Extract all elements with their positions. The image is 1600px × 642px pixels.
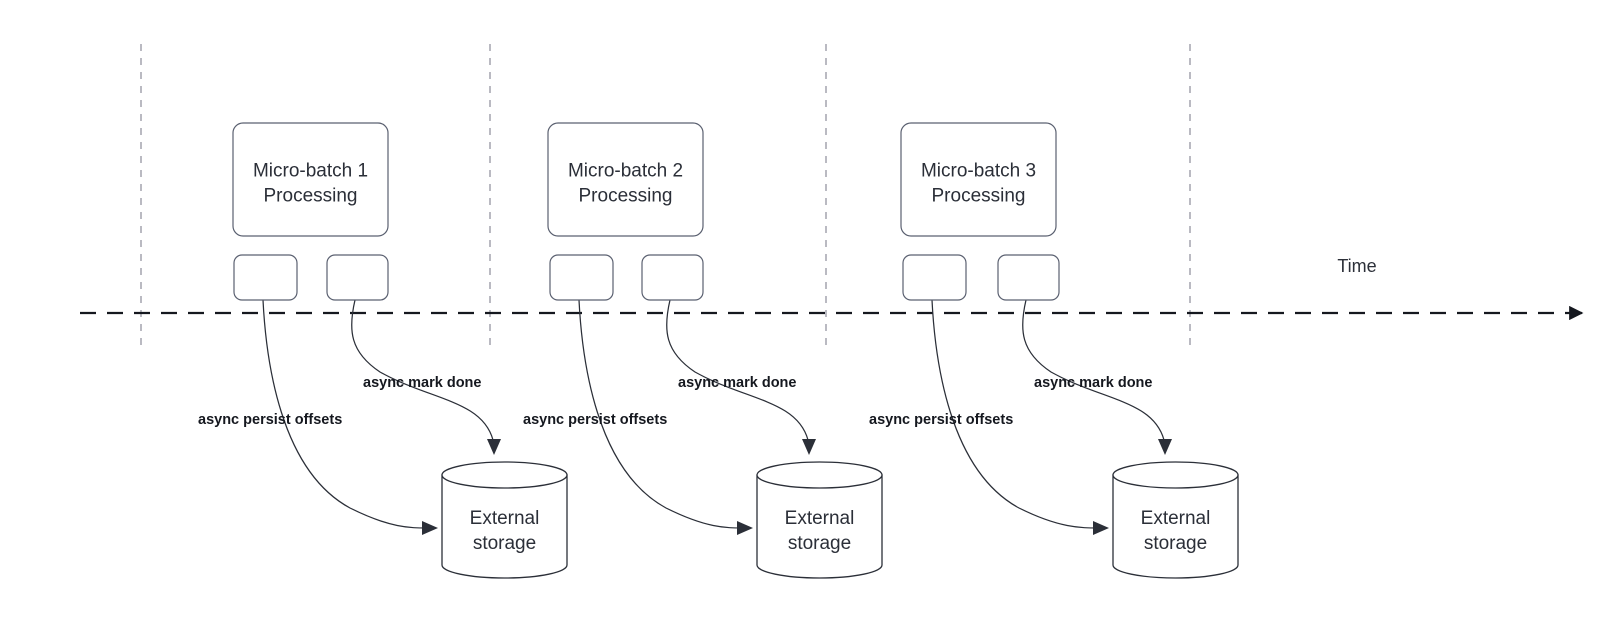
edge-label-persist-offsets-1: async persist offsets	[198, 412, 342, 428]
batch-node-group-1: Micro-batch 1 Processing	[232, 122, 389, 237]
batch-label-line1: Micro-batch 3	[921, 161, 1036, 182]
storage-label-line1: External	[470, 508, 540, 529]
edge-label-mark-done-1: async mark done	[363, 375, 481, 391]
edge-label-persist-offsets-2: async persist offsets	[523, 412, 667, 428]
marker-box-marker-2b	[641, 254, 704, 301]
arrowhead-mark-done-1	[487, 439, 501, 455]
marker-box-marker-3b	[997, 254, 1060, 301]
storage-node-group-1: External storage	[441, 461, 568, 579]
marker-box-marker-1a	[233, 254, 298, 301]
batch-node-group-2: Micro-batch 2 Processing	[547, 122, 704, 237]
edge-labels-layer: async persist offsets async mark done asyn…	[198, 375, 1152, 428]
marker-box-marker-1b	[326, 254, 389, 301]
arrowhead-persist-offsets-2	[737, 521, 753, 535]
batch-label-line2: Processing	[264, 186, 358, 207]
storage-label-line2: storage	[1144, 533, 1207, 554]
edge-label-mark-done-3: async mark done	[1034, 375, 1152, 391]
arrowhead-persist-offsets-1	[422, 521, 438, 535]
storage-label-line1: External	[1141, 508, 1211, 529]
edge-label-mark-done-2: async mark done	[678, 375, 796, 391]
batch-label-line2: Processing	[932, 186, 1026, 207]
batch-label-line1: Micro-batch 2	[568, 161, 683, 182]
edges-layer	[262, 299, 1172, 535]
arrowhead-persist-offsets-3	[1093, 521, 1109, 535]
cylinder-body	[1112, 474, 1239, 579]
marker-box-marker-3a	[902, 254, 967, 301]
cylinder-top	[441, 461, 568, 489]
timeline-axis: Time	[80, 256, 1584, 321]
cylinder-top	[1112, 461, 1239, 489]
batch-box	[547, 122, 704, 237]
edge-persist-offsets-3	[931, 299, 1100, 529]
edge-mark-done-3	[1022, 299, 1165, 441]
cylinder-body	[441, 474, 568, 579]
batch-label-line1: Micro-batch 1	[253, 161, 368, 182]
edge-persist-offsets-2	[578, 299, 745, 529]
arrowhead-mark-done-2	[802, 439, 816, 455]
edge-mark-done-1	[351, 299, 494, 441]
edge-persist-offsets-1	[262, 299, 429, 529]
storage-node-group-2: External storage	[756, 461, 883, 579]
storage-label-line2: storage	[788, 533, 851, 554]
batch-box	[232, 122, 389, 237]
batch-label-line2: Processing	[579, 186, 673, 207]
time-axis-label: Time	[1337, 256, 1376, 276]
arrowhead-mark-done-3	[1158, 439, 1172, 455]
storage-label-line2: storage	[473, 533, 536, 554]
batch-node-group-3: Micro-batch 3 Processing	[900, 122, 1057, 237]
edge-mark-done-2	[666, 299, 809, 441]
storage-node-group-3: External storage	[1112, 461, 1239, 579]
cylinder-body	[756, 474, 883, 579]
storage-label-line1: External	[785, 508, 855, 529]
marker-box-marker-2a	[549, 254, 614, 301]
edge-label-persist-offsets-3: async persist offsets	[869, 412, 1013, 428]
cylinder-top	[756, 461, 883, 489]
batch-box	[900, 122, 1057, 237]
